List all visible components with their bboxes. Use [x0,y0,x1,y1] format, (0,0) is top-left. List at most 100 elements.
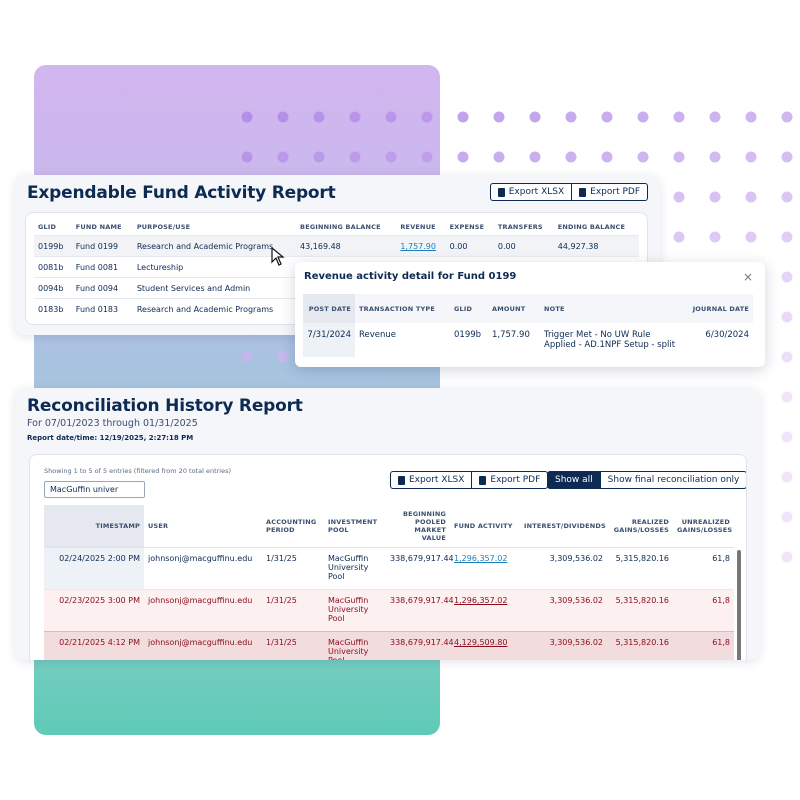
report-datetime: Report date/time: 12/19/2025, 2:27:18 PM [27,434,194,442]
dot [385,111,397,123]
table-cell: 7/31/2024 [303,323,355,357]
close-icon[interactable]: × [742,270,753,284]
column-header[interactable]: FUND ACTIVITY [454,521,513,530]
column-header[interactable]: USER [148,521,169,530]
fund-activity-link[interactable]: 1,296,357.02 [454,595,508,605]
column-header[interactable]: REALIZED GAINS/LOSSES [613,517,669,534]
dot [709,191,721,203]
table-cell: 61,8 [712,637,730,647]
column-header[interactable]: JOURNAL DATE [692,304,749,313]
dot [493,151,505,163]
column-header[interactable]: GLID [38,223,57,231]
file-icon [398,475,405,485]
detail-table-wrap: POST DATE TRANSACTION TYPE GLID AMOUNT NOTE J… [303,294,753,357]
revenue-detail-popup: Revenue activity detail for Fund 0199 × … [295,262,765,367]
detail-table: POST DATE TRANSACTION TYPE GLID AMOUNT NOTE J… [303,294,753,357]
table-cell: 0199b [38,241,64,251]
recon-table: TIMESTAMP USER ACCOUNTING PERIOD INVESTMENT… [44,505,734,660]
column-header[interactable]: PURPOSE/USE [136,223,191,231]
column-header[interactable]: POST DATE [303,294,355,323]
table-cell: 0.00 [449,241,468,251]
table-cell: 338,679,917.44 [390,595,454,605]
label: Export XLSX [508,187,565,197]
column-header[interactable]: INVESTMENT POOL [328,517,378,534]
show-all-button[interactable]: Show all [548,472,600,488]
dot [781,391,793,403]
label: Export PDF [590,187,640,197]
dot [277,111,289,123]
table-cell: 43,169.48 [300,241,341,251]
table-cell: 5,315,820.16 [615,553,669,563]
column-header[interactable]: FUND NAME [75,223,122,231]
dot [745,191,757,203]
show-final-button[interactable]: Show final reconciliation only [599,472,746,488]
dot [745,151,757,163]
table-cell: 02/21/2025 4:12 PM [59,637,140,647]
dot [781,271,793,283]
table-cell: 5,315,820.16 [615,637,669,647]
table-cell: johnsonj@macguffinu.edu [148,637,253,647]
column-header[interactable]: BEGINNING POOLED MARKET VALUE [402,509,446,542]
column-header[interactable]: INTEREST/DIVIDENDS [524,521,606,530]
column-header[interactable]: NOTE [544,304,565,313]
dot [781,191,793,203]
table-cell: Fund 0094 [75,283,119,293]
column-header[interactable]: ACCOUNTING PERIOD [266,517,317,534]
date-range: For 07/01/2023 through 01/31/2025 [27,418,198,429]
column-header[interactable]: UNREALIZED GAINS/LOSSES [677,517,733,534]
recon-table-wrap: TIMESTAMP USER ACCOUNTING PERIOD INVESTMENT… [44,505,734,660]
dot [781,311,793,323]
table-cell: johnsonj@macguffinu.edu [148,595,253,605]
column-header[interactable]: AMOUNT [492,304,526,313]
column-header[interactable]: TRANSACTION TYPE [359,304,436,313]
page-title: Expendable Fund Activity Report [27,183,336,203]
dot [277,151,289,163]
column-header[interactable]: REVENUE [400,223,436,231]
dot [673,111,685,123]
dot [781,231,793,243]
fund-activity-link[interactable]: 4,129,509.80 [454,637,508,647]
export-pdf-button[interactable]: Export PDF [471,472,547,488]
column-header[interactable]: TIMESTAMP [44,505,144,547]
pdf-icon [479,475,487,485]
search-input[interactable]: MacGuffin univer [44,481,145,498]
column-header[interactable]: ENDING BALANCE [557,223,626,231]
export-pdf-button[interactable]: Export PDF [571,184,647,200]
table-cell: 0.00 [497,241,516,251]
popup-title: Revenue activity detail for Fund 0199 [304,271,517,282]
dot [781,551,793,563]
table-cell: 02/24/2025 2:00 PM [44,547,144,589]
table-cell: 61,8 [712,553,730,563]
column-header[interactable]: GLID [454,304,473,313]
dot [241,351,253,363]
table-row[interactable]: 02/21/2025 4:12 PM johnsonj@macguffinu.ed… [44,631,734,660]
dot [709,111,721,123]
export-xlsx-button[interactable]: Export XLSX [491,184,571,200]
vertical-scrollbar[interactable] [737,550,741,660]
dot [565,111,577,123]
dot [781,431,793,443]
dot [673,191,685,203]
table-cell: 0094b [38,283,64,293]
fund-activity-link[interactable]: 1,296,357.02 [454,553,508,563]
table-cell: 5,315,820.16 [615,595,669,605]
column-header[interactable]: BEGINNING BALANCE [300,223,381,231]
dot [601,151,613,163]
column-header[interactable]: TRANSFERS [497,223,543,231]
table-cell: Trigger Met - No UW Rule Applied - AD.1N… [544,330,676,350]
table-cell: 0199b [454,330,482,340]
dot [241,151,253,163]
entries-info: Showing 1 to 5 of 5 entries (filtered fr… [44,467,232,475]
dot [601,111,613,123]
column-header[interactable]: EXPENSE [449,223,485,231]
table-cell: 1,757.90 [492,330,530,340]
dot [781,471,793,483]
dot [421,151,433,163]
export-xlsx-button[interactable]: Export XLSX [391,472,471,488]
pdf-icon [579,187,587,197]
revenue-link[interactable]: 1,757.90 [400,241,436,251]
